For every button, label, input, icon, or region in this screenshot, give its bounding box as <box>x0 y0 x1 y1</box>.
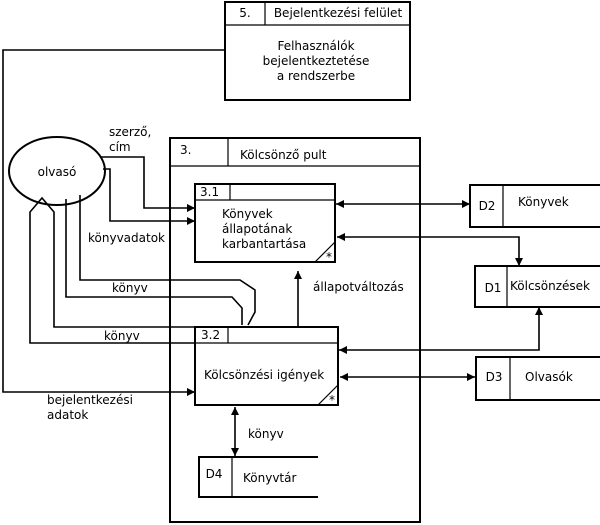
flow-konyv-b-label: könyv <box>104 329 140 343</box>
flow-konyv-a: könyv <box>65 195 256 326</box>
process-3-title: Kölcsönző pult <box>240 148 327 162</box>
process-3-2[interactable]: 3.2 Kölcsönzési igények * <box>194 326 339 407</box>
data-store-d2-id: D2 <box>479 199 496 213</box>
flow-szerzo-cim: szerző, cím <box>100 125 195 212</box>
data-store-d2[interactable]: D2 Könyvek <box>469 184 600 228</box>
flow-konyv-b: könyv <box>29 196 195 344</box>
flow-konyv-a-label: könyv <box>112 281 148 295</box>
process-3-2-mark: * <box>329 393 335 407</box>
flow-3-2-d4: könyv <box>231 407 284 456</box>
flow-allapotvaltozas: állapotváltozás <box>294 271 404 327</box>
process-5-body-line-2: bejelentkeztetése <box>263 54 370 68</box>
flow-bejelentkezesi-adatok: bejelentkezési adatok <box>2 49 225 422</box>
data-store-d3[interactable]: D3 Olvasók <box>475 356 600 401</box>
data-store-d1[interactable]: D1 Kölcsönzések <box>474 265 600 308</box>
data-store-d2-name: Könyvek <box>518 195 569 209</box>
data-store-d3-name: Olvasók <box>525 370 573 384</box>
process-5-body-line-1: Felhasználók <box>277 39 354 53</box>
process-3-1-mark: * <box>326 250 332 264</box>
flow-konyvadatok-label: könyvadatok <box>88 231 165 245</box>
data-store-d4[interactable]: D4 Könyvtár <box>198 456 318 498</box>
flow-szerzo-cim-label-1: szerző, <box>109 125 151 139</box>
entity-olvaso-label: olvasó <box>38 165 77 179</box>
process-5[interactable]: 5. Bejelentkezési felület Felhasználók b… <box>224 1 411 101</box>
data-store-d1-name: Kölcsönzések <box>510 279 590 293</box>
flow-konyvadatok: könyvadatok <box>88 168 195 245</box>
process-3-number: 3. <box>180 143 191 157</box>
process-5-number: 5. <box>239 6 250 20</box>
process-3-2-number: 3.2 <box>201 328 220 342</box>
data-store-d1-id: D1 <box>485 281 502 295</box>
flow-szerzo-cim-label-2: cím <box>109 140 131 154</box>
data-store-d4-id: D4 <box>206 467 223 481</box>
flow-bejelentkezesi-label-1: bejelentkezési <box>47 393 133 407</box>
process-3-1-body-line-3: karbantartása <box>222 237 306 251</box>
flow-konyv-d4-label: könyv <box>248 427 284 441</box>
entity-olvaso[interactable]: olvasó <box>8 136 106 206</box>
flow-d1-3-2 <box>339 307 543 354</box>
data-store-d3-id: D3 <box>486 370 503 384</box>
data-store-d4-name: Könyvtár <box>243 471 296 485</box>
process-5-title: Bejelentkezési felület <box>274 6 403 20</box>
flow-d1-3-1 <box>337 233 523 266</box>
process-3-1-body-line-1: Könyvek <box>222 207 273 221</box>
flow-bejelentkezesi-label-2: adatok <box>47 408 88 422</box>
flow-allapotvaltozas-label: állapotváltozás <box>313 280 404 294</box>
process-3-2-body-line-1: Kölcsönzési igények <box>204 368 324 382</box>
process-3-1-number: 3.1 <box>200 185 219 199</box>
process-3-1-body-line-2: állapotának <box>222 222 292 236</box>
process-5-body-line-3: a rendszerbe <box>277 69 355 83</box>
process-3-1[interactable]: 3.1 Könyvek állapotának karbantartása * <box>194 183 336 264</box>
